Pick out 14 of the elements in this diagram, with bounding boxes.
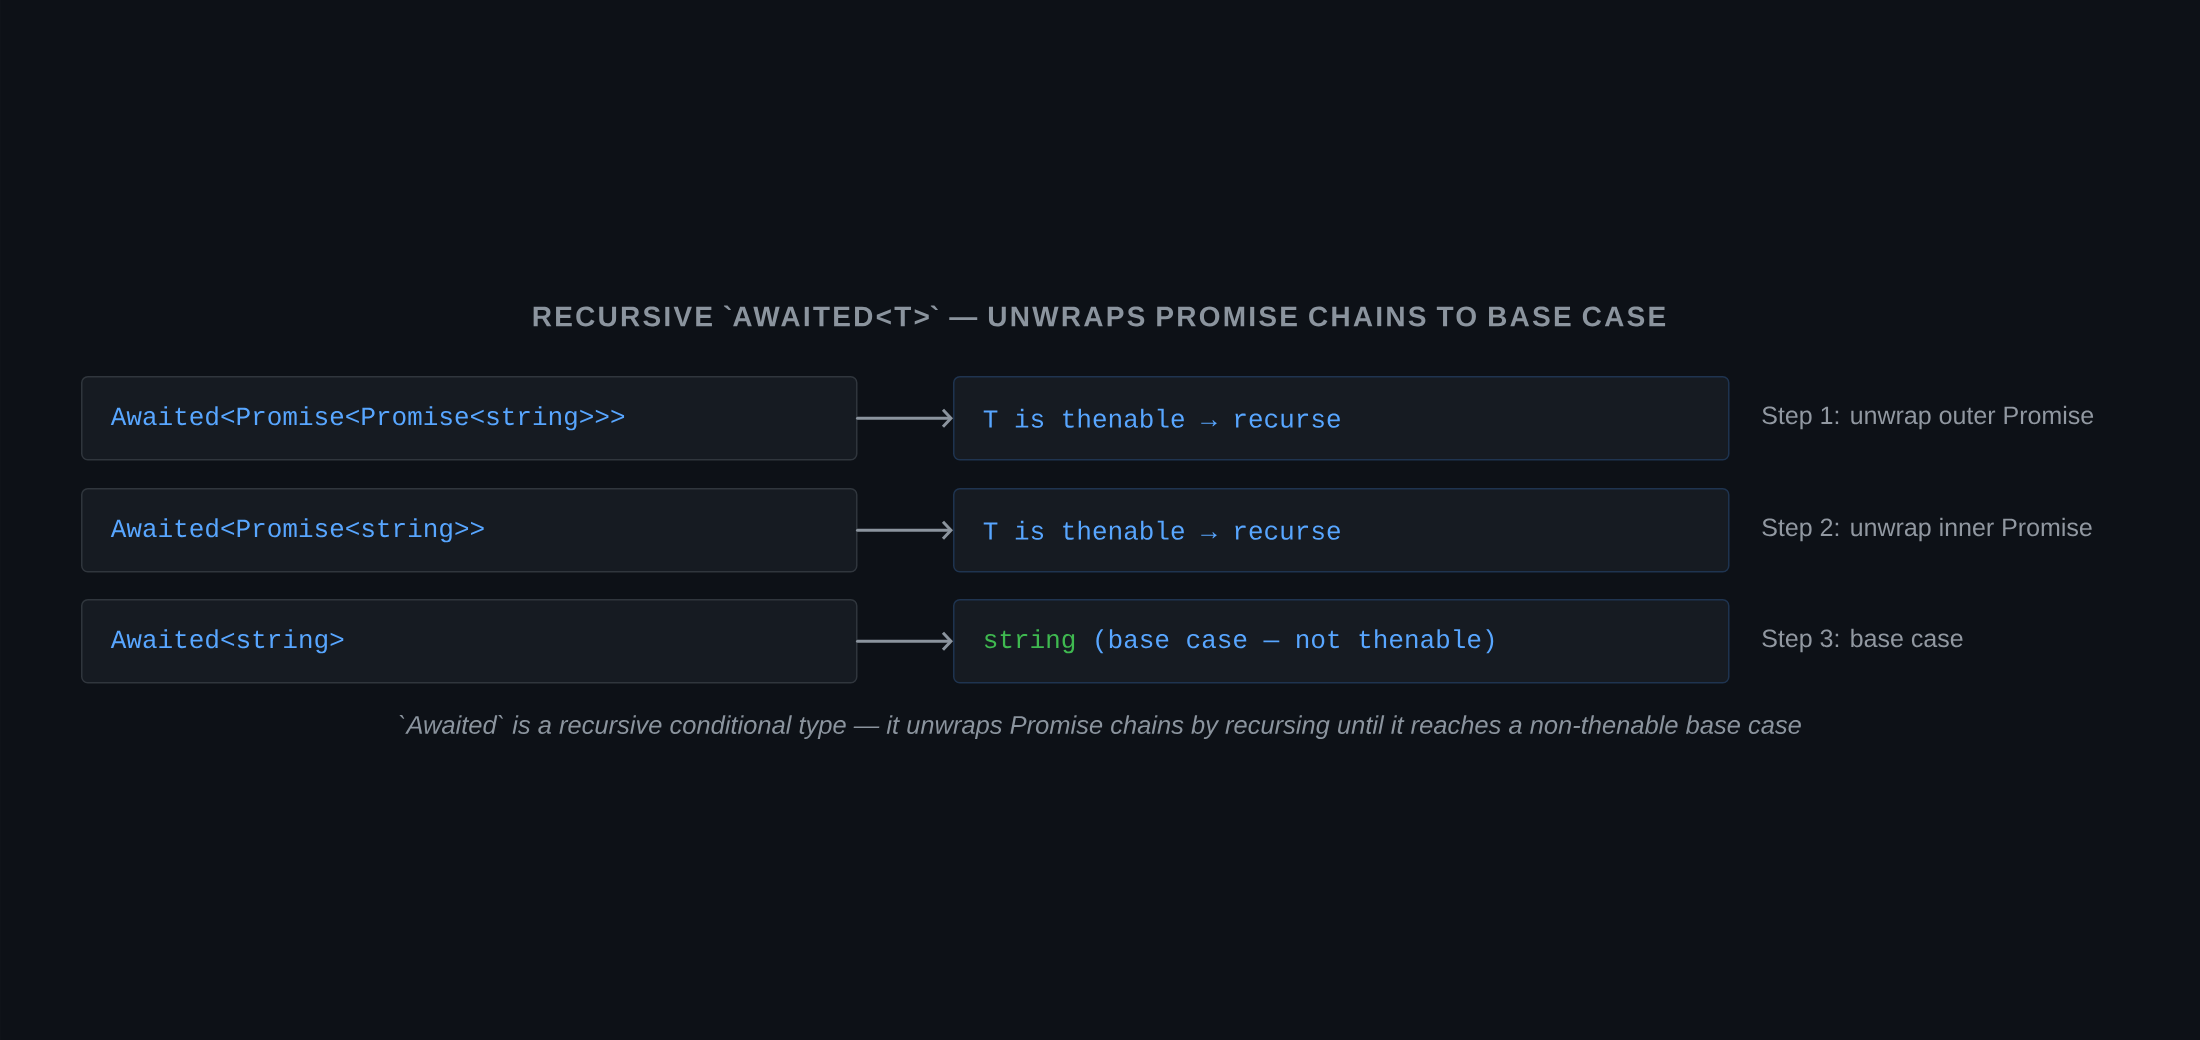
- step-label: Step 2: unwrap inner Promise: [1762, 517, 2092, 542]
- code-box: T is thenable → recurse: [953, 376, 1730, 461]
- arrow: [856, 631, 953, 651]
- code-box: string (base case — not thenable): [953, 599, 1730, 684]
- step-label: Step 3: base case: [1762, 628, 1963, 653]
- code-box: T is thenable → recurse: [953, 488, 1730, 573]
- arrow: [856, 520, 953, 540]
- code-box: Awaited<Promise<Promise<string>>>: [81, 376, 858, 461]
- step-label: Step 1: unwrap outer Promise: [1762, 405, 2094, 430]
- caption: `Awaited` is a recursive conditional type — it unwraps Promise chains by recursing until it reaches a non-thenable base case: [399, 714, 1801, 739]
- title: RECURSIVE `AWAITED<T>` — UNWRAPS PROMISE CHAINS TO BASE CASE: [533, 305, 1666, 327]
- code-box: Awaited<Promise<string>>: [81, 488, 858, 573]
- code-box: Awaited<string>: [81, 599, 858, 684]
- arrow: [856, 408, 953, 428]
